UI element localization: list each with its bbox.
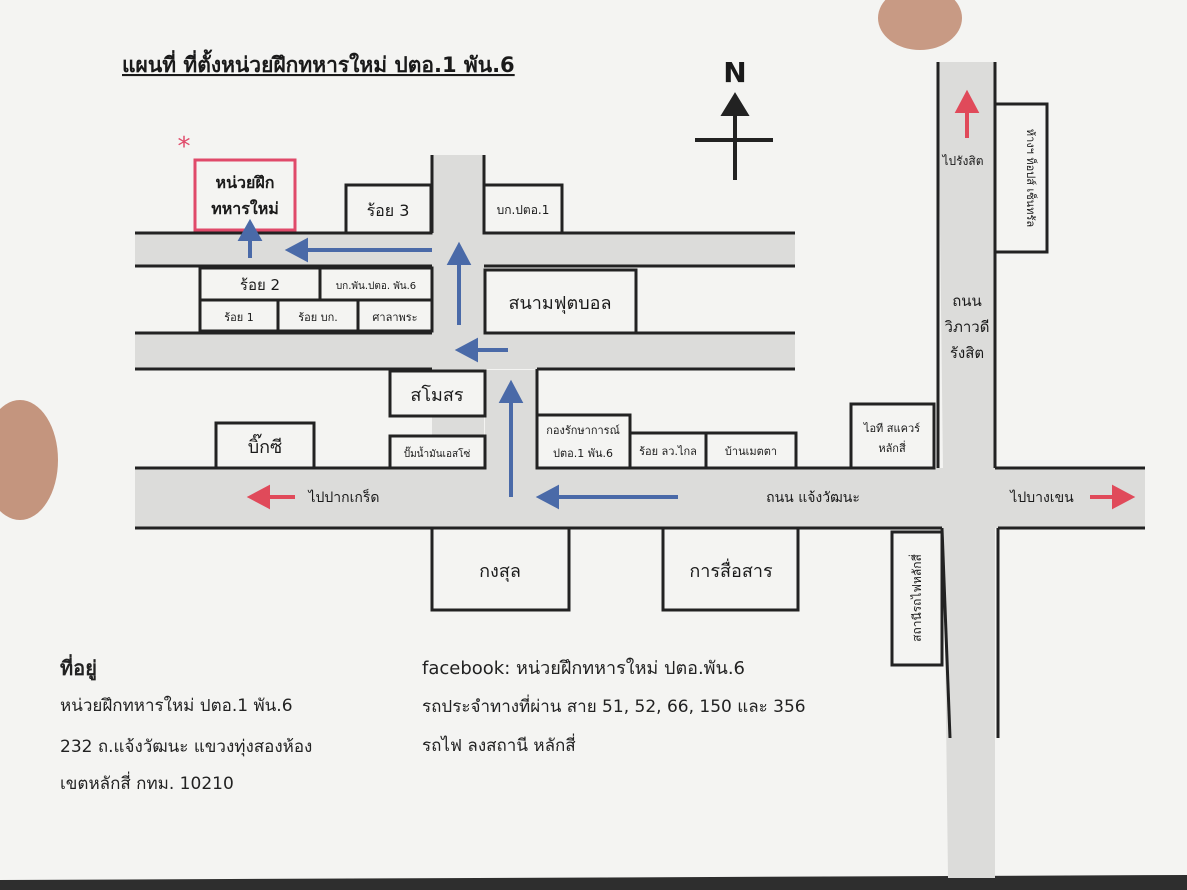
direction-arrows (246, 89, 1136, 510)
road-lines (135, 62, 1145, 739)
vertical-block-label: ห้างฯ ท็อปส์ เซ็นทรัล (1024, 129, 1038, 227)
bk-ptor1-label: บก.ปตอ.1 (497, 203, 550, 217)
address-line-2: 232 ถ.แจ้งวัฒนะ แขวงทุ่งสองห้อง (60, 737, 313, 757)
kongsul-box (430, 526, 571, 612)
compass-icon (695, 92, 773, 180)
soi-bk-box (276, 298, 360, 333)
ban-metta-label: บ้านเมตตา (725, 445, 777, 458)
map-title: แผนที่ ที่ตั้งหน่วยฝึกทหารใหม่ ปตอ.1 พัน… (122, 49, 515, 77)
station-box (890, 530, 944, 667)
it-square-label-1: ไอที สแควร์ (863, 422, 920, 435)
ban-metta-box (704, 431, 798, 470)
football-label: สนามฟุตบอล (509, 293, 612, 314)
bk-ptor1-box (482, 183, 564, 235)
soi2-label: ร้อย 2 (240, 276, 280, 294)
guard-box (535, 413, 632, 470)
bus-text: รถประจำทางที่ผ่าน สาย 51, 52, 66, 150 แล… (422, 697, 806, 717)
train-text: รถไฟ ลงสถานี หลักสี่ (422, 736, 576, 756)
facebook-text: facebook: หน่วยฝึกทหารใหม่ ปตอ.พัน.6 (422, 658, 746, 679)
to-pakkret-label: ไปปากเกร็ด (307, 488, 379, 506)
target-box (193, 158, 297, 232)
compass-label: N (723, 56, 746, 89)
address-line-3: เขตหลักสี่ กทม. 10210 (60, 774, 234, 794)
bk-pan-label: บก.พัน.ปตอ. พัน.6 (336, 281, 416, 292)
soi3-label: ร้อย 3 (367, 201, 410, 220)
to-bangkhen-label: ไปบางเขน (1009, 489, 1074, 506)
vibhavadi-label-3: รังสิต (950, 344, 984, 362)
target-label-1: หน่วยฝึก (216, 173, 275, 192)
bigc-label: บิ๊กซี (248, 433, 283, 458)
target-label-2: ทหารใหม่ (211, 199, 279, 218)
finger-top (878, 0, 962, 50)
comms-label: การสื่อสาร (689, 558, 773, 582)
samosorn-label: สโมสร (410, 384, 464, 406)
comms-box (661, 526, 800, 612)
station-label: สถานีรถไฟหลักสี่ (908, 554, 924, 642)
soi1-label: ร้อย 1 (224, 311, 253, 324)
asterisk-icon: * (178, 132, 191, 162)
address-heading: ที่อยู่ (60, 656, 97, 680)
finger-left (0, 400, 58, 520)
football-box (483, 268, 638, 335)
chaengwattana-label: ถนน แจ้งวัฒนะ (766, 490, 860, 506)
gas-label: ปั๊มน้ำมันเอสโซ่ (404, 446, 471, 460)
vertical-block-box (993, 102, 1049, 254)
address-line-1: หน่วยฝึกทหารใหม่ ปตอ.1 พัน.6 (60, 696, 293, 716)
it-square-label-2: หลักสี่ (878, 440, 906, 455)
vibhavadi-label-2: วิภาวดี (944, 318, 989, 336)
route-arrows (237, 218, 678, 510)
guard-label-1: กองรักษาการณ์ (546, 424, 620, 437)
sala-box (356, 298, 434, 333)
samosorn-box (388, 369, 487, 418)
guard-label-2: ปตอ.1 พัน.6 (553, 447, 613, 460)
soi3-box (344, 183, 433, 235)
buildings (193, 102, 1049, 667)
vibhavadi-label-1: ถนน (952, 292, 982, 310)
sala-label: ศาลาพระ (372, 311, 417, 324)
kongsul-label: กงสุล (479, 561, 521, 582)
gas-box (388, 434, 487, 470)
bigc-box (214, 421, 316, 470)
it-square-box (849, 402, 936, 470)
to-rangsit-label: ไปรังสิต (941, 154, 983, 168)
soi-bk-label: ร้อย บก. (298, 311, 338, 324)
soi-lor-label: ร้อย ลว.ไกล (639, 445, 697, 458)
